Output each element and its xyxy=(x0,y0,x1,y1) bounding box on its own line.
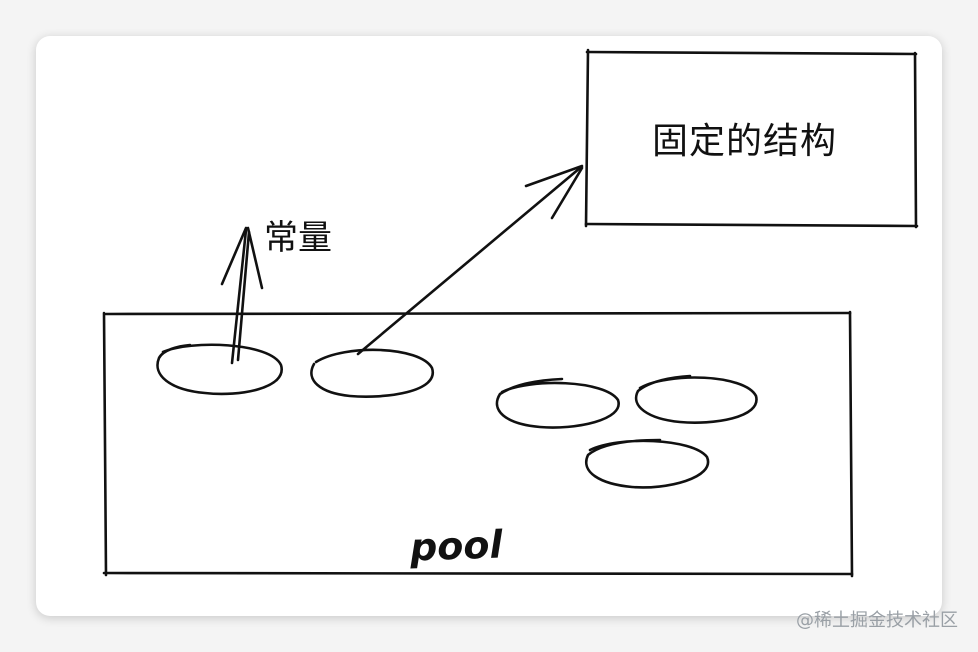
constant-label: 常量 xyxy=(264,218,332,258)
watermark: @稀土掘金技术社区 xyxy=(796,610,958,631)
fixed-structure-arrow xyxy=(356,164,584,356)
pool-box xyxy=(102,310,854,578)
pool-object-2 xyxy=(310,348,434,398)
pool-label: pool xyxy=(409,522,504,570)
pool-object-4 xyxy=(634,374,758,424)
pool-object-1 xyxy=(156,343,283,396)
pool-object-3 xyxy=(495,377,620,429)
diagram-card xyxy=(36,36,942,616)
pool-object-5 xyxy=(585,438,710,489)
constant-arrow xyxy=(220,226,264,365)
fixed-structure-box xyxy=(584,48,919,229)
fixed-structure-label: 固定的结构 xyxy=(652,121,838,162)
